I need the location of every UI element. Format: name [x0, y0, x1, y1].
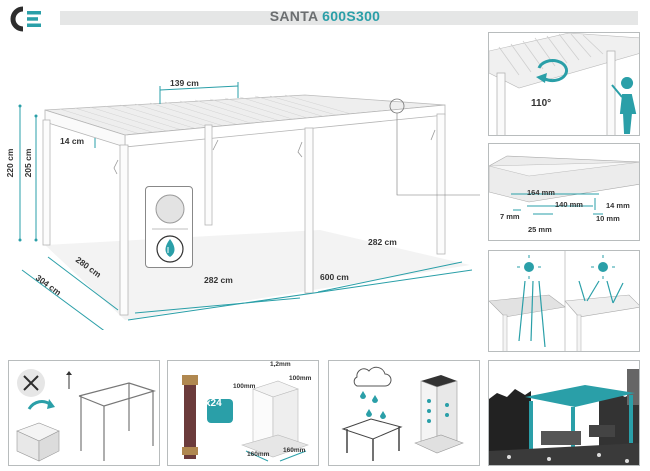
sun-icon [517, 255, 615, 279]
drainage-panel [328, 360, 480, 466]
cloud-icon [353, 366, 392, 387]
title-accent: 600S300 [322, 8, 381, 24]
title-bar [60, 11, 638, 25]
anchor-count: x24 [205, 398, 222, 409]
color-swatch-icon [152, 194, 188, 263]
dim-clear-height: 205 cm [23, 148, 33, 178]
garden-photo [488, 360, 640, 466]
dim-total-length: 600 cm [320, 272, 349, 282]
profile-right-step: 10 mm [596, 214, 620, 223]
brand-logo [10, 6, 41, 32]
post-top-thickness: 1,2mm [270, 361, 291, 368]
base-b: 160mm [283, 447, 306, 454]
dim-louvre-span: 139 cm [170, 78, 199, 88]
sun-drawing [489, 251, 639, 351]
page-title: SANTA 600S300 [0, 8, 650, 24]
feature-icons-box [145, 186, 193, 268]
dim-module-front: 282 cm [204, 275, 233, 285]
drainage-drawing [341, 366, 464, 461]
rotation-panel [488, 32, 640, 136]
pergola-main-drawing [18, 82, 480, 330]
rotation-angle: 110° [531, 98, 552, 109]
profile-drawing [489, 155, 639, 215]
sun-panel [488, 250, 640, 352]
post-side-a: 100mm [233, 383, 256, 390]
profile-panel [488, 143, 640, 241]
profile-width: 164 mm [527, 188, 555, 197]
profile-bottom: 25 mm [528, 225, 552, 234]
garden-photo-drawing [489, 361, 639, 465]
profile-left-step: 7 mm [500, 212, 520, 221]
dim-module-back: 282 cm [368, 237, 397, 247]
rotation-drawing [489, 33, 639, 135]
anchors-drawing [182, 375, 309, 462]
post-side-b: 100mm [289, 375, 312, 382]
title-main: SANTA [269, 8, 318, 24]
dim-louvre-height: 14 cm [60, 136, 85, 146]
anchors-panel [167, 360, 319, 466]
dim-total-height: 220 cm [5, 148, 15, 178]
anchor-bolt-icon [184, 379, 196, 459]
base-a: 160mm [247, 451, 270, 458]
assembly-panel [8, 360, 160, 466]
assembly-drawing [16, 369, 157, 462]
profile-height: 14 mm [606, 201, 630, 210]
profile-inner: 140 mm [555, 200, 583, 209]
